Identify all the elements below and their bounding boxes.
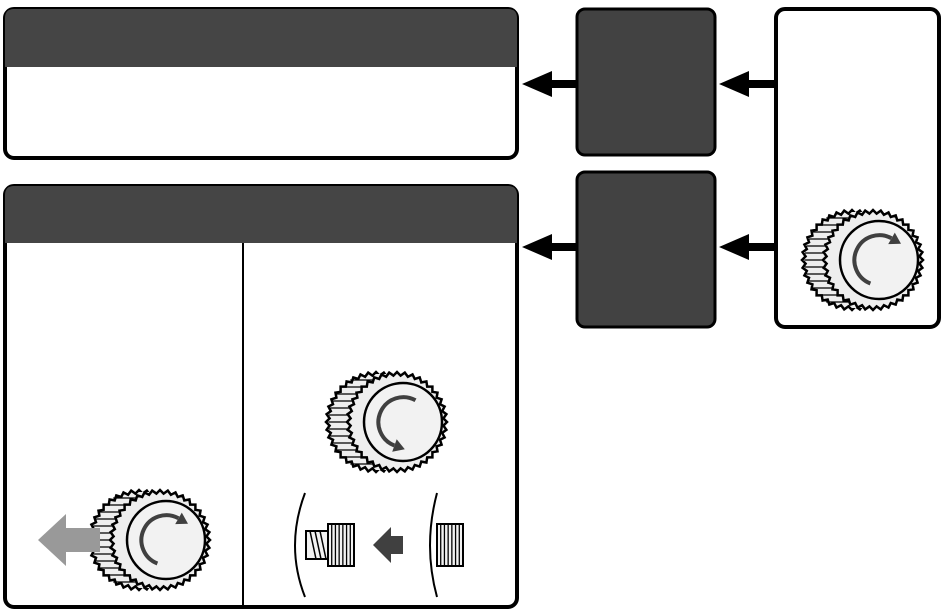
crown-stem-push-in-icon xyxy=(294,492,464,598)
dark-box-bottom xyxy=(575,170,717,329)
crown-knob-counterclockwise-icon xyxy=(324,370,449,474)
bottom-panel-header xyxy=(5,186,517,243)
top-panel xyxy=(3,7,519,160)
flow-arrow-top-right xyxy=(719,71,776,97)
flow-arrow-bottom-left xyxy=(522,234,577,260)
pull-out-arrow-icon xyxy=(38,514,100,566)
crown-knob-pull-clockwise-icon xyxy=(87,488,212,592)
top-panel-header xyxy=(5,9,517,67)
flow-arrow-top-left xyxy=(522,71,577,97)
crown-knob-clockwise-icon xyxy=(800,208,925,312)
dark-box-top xyxy=(575,7,717,157)
flow-arrow-bottom-right xyxy=(719,234,776,260)
